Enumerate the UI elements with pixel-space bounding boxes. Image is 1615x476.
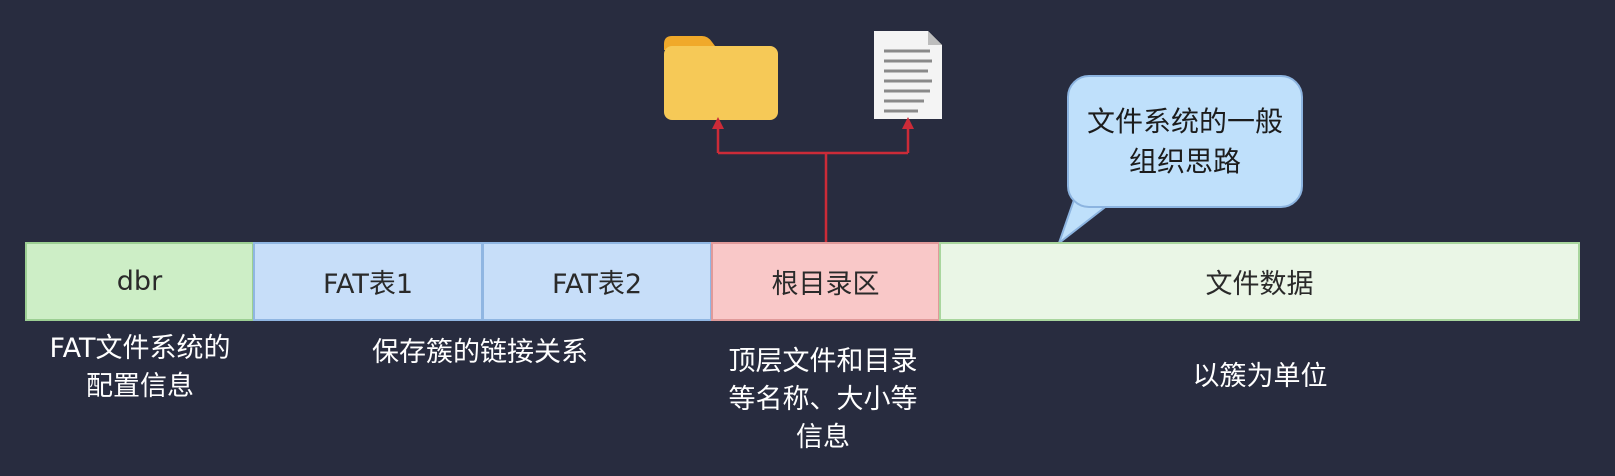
arrow-to-folder xyxy=(712,117,724,129)
root-to-entries-connector xyxy=(712,117,914,243)
segment-fat1: FAT表1 xyxy=(253,242,483,321)
segment-dbr-label: dbr xyxy=(116,266,163,297)
desc-file-data: 以簇为单位 xyxy=(1192,361,1328,392)
segment-root-dir: 根目录区 xyxy=(711,242,940,321)
desc-root-dir: 顶层文件和目录等名称、大小等信息 xyxy=(728,346,918,453)
callout-text: 文件系统的一般组织思路 xyxy=(1086,104,1283,178)
callout-bubble: 文件系统的一般组织思路 xyxy=(1067,75,1303,208)
folder-icon xyxy=(664,36,778,120)
segment-fat2-label: FAT表2 xyxy=(551,269,643,300)
desc-fat: 保存簇的链接关系 xyxy=(372,337,588,368)
segment-file-data-label: 文件数据 xyxy=(1205,269,1314,300)
desc-dbr: FAT文件系统的配置信息 xyxy=(49,333,231,402)
segment-file-data: 文件数据 xyxy=(939,242,1580,321)
arrow-to-file xyxy=(902,117,914,129)
segment-root-dir-label: 根目录区 xyxy=(771,269,880,300)
file-icon xyxy=(874,31,942,119)
segment-fat2: FAT表2 xyxy=(482,242,712,321)
segment-fat1-label: FAT表1 xyxy=(322,269,414,300)
segment-dbr: dbr xyxy=(25,242,254,321)
